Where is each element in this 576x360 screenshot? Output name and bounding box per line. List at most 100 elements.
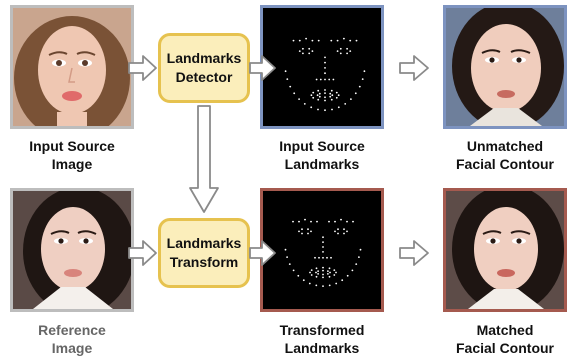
unmatched-facial-contour-image	[443, 5, 567, 129]
landmark-point	[326, 256, 328, 259]
landmark-point	[335, 91, 338, 94]
landmark-point	[284, 70, 287, 73]
landmark-point	[298, 50, 301, 52]
landmark-point	[330, 98, 333, 101]
landmark-point	[315, 267, 318, 270]
landmark-point	[329, 92, 332, 95]
module-label-line2: Detector	[175, 69, 233, 85]
landmark-points	[284, 37, 366, 112]
face-photo-illustration	[13, 191, 131, 309]
landmark-point	[315, 275, 318, 278]
arrow-down-icon	[189, 105, 219, 213]
landmark-point	[351, 269, 354, 272]
landmark-point	[317, 108, 319, 111]
landmark-point	[343, 37, 345, 40]
landmark-point	[359, 248, 362, 251]
transformed-landmarks-plot	[260, 188, 384, 312]
landmark-point	[344, 103, 347, 105]
landmark-point	[317, 89, 320, 92]
landmark-point	[289, 85, 292, 88]
landmark-point	[330, 256, 332, 259]
landmark-point	[336, 39, 339, 42]
landmark-point	[363, 70, 366, 73]
landmark-point	[322, 273, 324, 276]
transformed-landmarks-caption: Transformed Landmarks	[279, 322, 365, 356]
landmark-point	[307, 228, 309, 231]
landmark-point	[322, 246, 324, 248]
landmark-point	[312, 91, 315, 94]
landmark-point	[343, 232, 345, 235]
landmark-point	[330, 89, 333, 92]
landmark-point	[322, 256, 324, 259]
landmark-point	[343, 228, 345, 231]
landmark-point	[318, 256, 320, 259]
landmark-point	[335, 282, 338, 285]
matched-facial-contour-caption: Matched Facial Contour	[455, 322, 554, 356]
landmark-point	[329, 95, 332, 98]
arrow-right-icon	[399, 240, 429, 266]
landmark-point	[322, 276, 324, 279]
landmark-point	[286, 78, 289, 80]
landmark-point	[311, 50, 314, 52]
landmark-point	[317, 39, 320, 42]
landmark-point	[349, 50, 352, 52]
landmark-point	[339, 47, 342, 50]
landmark-point	[333, 269, 336, 271]
landmark-point	[333, 274, 336, 276]
landmark-point	[336, 50, 339, 52]
landmark-point	[346, 220, 348, 223]
landmark-point	[304, 218, 306, 221]
landmark-point	[328, 284, 331, 287]
landmark-point	[322, 251, 324, 253]
module-label-line1: Landmarks	[166, 50, 242, 66]
landmark-point	[315, 284, 318, 287]
landmark-point	[337, 228, 339, 231]
face-photo-illustration	[446, 8, 564, 126]
landmark-point	[350, 98, 352, 100]
landmark-point	[301, 232, 303, 235]
landmark-point	[340, 218, 342, 221]
reference-image-caption: Reference Image	[38, 322, 106, 356]
landmark-point	[324, 78, 326, 81]
landmark-point	[312, 96, 315, 99]
landmark-point	[355, 263, 358, 265]
landmark-point	[337, 106, 340, 109]
input-source-landmarks-caption: Input Source Landmarks	[279, 138, 365, 172]
landmark-point	[346, 52, 348, 55]
landmark-point	[317, 98, 320, 101]
landmark-point	[302, 279, 305, 282]
landmark-point	[318, 95, 321, 98]
landmark-point	[308, 282, 311, 285]
landmark-point	[335, 271, 337, 274]
reference-image	[10, 188, 134, 312]
landmark-point	[292, 39, 295, 42]
input-source-image	[10, 5, 134, 129]
landmark-point	[316, 220, 318, 223]
landmark-point	[322, 266, 324, 269]
landmark-point	[328, 220, 330, 223]
landmark-point	[337, 232, 339, 235]
landmarks-detector-module: Landmarks Detector	[158, 33, 250, 103]
landmark-point	[337, 94, 340, 97]
landmark-point	[324, 56, 326, 59]
landmark-point	[328, 267, 331, 270]
landmark-point	[308, 47, 311, 50]
landmark-point	[301, 228, 303, 231]
landmark-point	[334, 220, 336, 223]
landmark-point	[292, 220, 294, 223]
input-source-landmarks-plot	[260, 5, 384, 129]
input-source-image-caption: Input Source Image	[29, 138, 115, 172]
landmark-point	[310, 230, 312, 233]
landmark-point	[307, 232, 309, 235]
matched-facial-contour-image	[443, 188, 567, 312]
landmark-point	[330, 39, 333, 42]
landmarks-transform-module: Landmarks Transform	[158, 218, 250, 288]
landmark-point	[298, 220, 300, 223]
landmark-point	[327, 270, 329, 272]
landmark-point	[322, 241, 324, 243]
landmark-point	[310, 106, 313, 109]
landmark-point	[324, 61, 326, 64]
landmark-point	[293, 92, 296, 95]
landmark-point	[332, 78, 335, 81]
landmark-point	[315, 271, 317, 274]
